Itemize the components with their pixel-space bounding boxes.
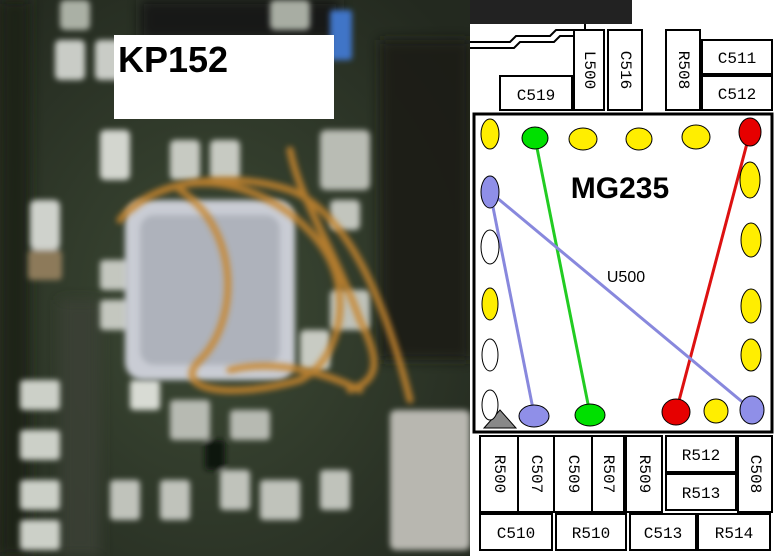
label-c507: C507 bbox=[527, 455, 545, 493]
pad bbox=[481, 287, 499, 321]
label-r512: R512 bbox=[682, 447, 720, 465]
blue-wire-diagonal bbox=[489, 190, 753, 412]
label-r510: R510 bbox=[572, 525, 610, 543]
label-r500: R500 bbox=[490, 455, 508, 493]
label-c512: C512 bbox=[718, 86, 756, 104]
pad-red bbox=[661, 398, 691, 426]
pad bbox=[703, 398, 729, 424]
label-c511: C511 bbox=[718, 50, 756, 68]
schematic-svg: C519 L500 C516 R508 C511 C512 MG235 U500 bbox=[470, 0, 774, 556]
bottom-components: R500 C507 C509 R507 R509 R512 R513 C508 … bbox=[479, 435, 773, 551]
label-r513: R513 bbox=[682, 485, 720, 503]
pad bbox=[740, 338, 762, 372]
pad bbox=[739, 161, 761, 199]
chip-title: MG235 bbox=[571, 172, 669, 205]
blue-wire-left bbox=[488, 191, 536, 415]
pcb-photo: KP152 bbox=[0, 0, 470, 556]
label-r508: R508 bbox=[674, 51, 692, 89]
pad bbox=[625, 127, 653, 151]
pad bbox=[480, 118, 500, 150]
schematic-diagram: C519 L500 C516 R508 C511 C512 MG235 U500 bbox=[470, 0, 774, 556]
pad bbox=[481, 338, 499, 372]
photo-caption-box: KP152 bbox=[114, 35, 334, 119]
pad bbox=[481, 389, 499, 421]
jumper-wires bbox=[488, 131, 753, 415]
chip-subtitle: U500 bbox=[607, 269, 645, 286]
chip-pads bbox=[480, 117, 765, 428]
pad-green bbox=[574, 403, 606, 427]
label-r514: R514 bbox=[715, 525, 753, 543]
label-l500: L500 bbox=[580, 51, 598, 89]
pad-blue bbox=[480, 175, 500, 209]
pad-green bbox=[521, 126, 549, 150]
pad-blue bbox=[518, 404, 550, 428]
pad-blue bbox=[739, 395, 765, 425]
top-components: C519 L500 C516 R508 C511 C512 bbox=[499, 29, 773, 111]
pad bbox=[740, 222, 762, 258]
red-wire bbox=[674, 131, 752, 413]
label-c516: C516 bbox=[616, 51, 634, 89]
label-c519: C519 bbox=[517, 87, 555, 105]
label-c513: C513 bbox=[644, 525, 682, 543]
pad bbox=[681, 124, 711, 150]
label-c510: C510 bbox=[497, 525, 535, 543]
label-c509: C509 bbox=[564, 455, 582, 493]
green-wire bbox=[533, 137, 592, 415]
pad bbox=[568, 127, 598, 151]
photo-caption: KP152 bbox=[118, 39, 229, 80]
label-r507: R507 bbox=[599, 455, 617, 493]
pad-red bbox=[738, 117, 762, 147]
pad bbox=[480, 229, 500, 265]
chip-mg235: MG235 U500 bbox=[472, 112, 774, 434]
label-r509: R509 bbox=[635, 455, 653, 493]
pad bbox=[740, 288, 762, 324]
label-c508: C508 bbox=[746, 455, 764, 493]
